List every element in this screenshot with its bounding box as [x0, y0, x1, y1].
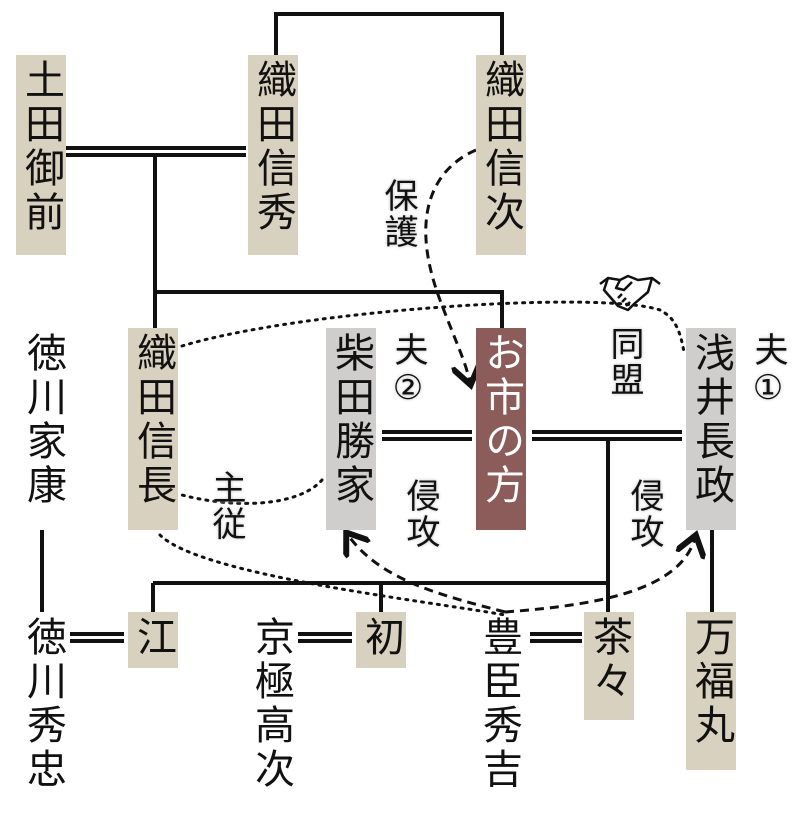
- person-nobutsugu: 織田信次: [476, 55, 526, 255]
- person-takatsugu: 京極高次: [248, 616, 294, 792]
- child-line-daughters: [151, 439, 610, 612]
- marriage-line-takatsugu-hatsu: [298, 632, 352, 643]
- protect-arrow: [424, 148, 476, 382]
- person-nobunaga: 織田信長: [128, 328, 178, 530]
- hideyoshi-nobunaga-dotted-line: [158, 533, 507, 617]
- label-alliance: 同盟: [604, 326, 644, 398]
- person-hideyoshi: 豊臣秀吉: [476, 616, 522, 792]
- alliance-dotted-line: [180, 300, 686, 354]
- person-chacha: 茶々: [584, 612, 634, 720]
- invade-arrow-katsuie: [348, 535, 506, 614]
- person-manpukumaru: 万福丸: [686, 612, 736, 770]
- child-line-nobunaga-oichi: [153, 155, 504, 328]
- person-hatsu: 初: [356, 612, 406, 668]
- person-nagamasa: 浅井長政: [686, 328, 736, 530]
- label-husband1: 夫①: [748, 332, 788, 410]
- marriage-line-hidetada-go: [70, 632, 124, 643]
- label-master-servant: 主従: [206, 470, 246, 542]
- person-tsuchida: 土田御前: [16, 55, 66, 255]
- label-invade-2: 侵攻: [624, 478, 664, 550]
- label-invade-1: 侵攻: [400, 478, 440, 550]
- marriage-line-hideyoshi-chacha: [530, 632, 582, 643]
- marriage-line-katsuie-oichi: [382, 430, 472, 441]
- label-husband2: 夫②: [388, 332, 428, 410]
- master-servant-dotted-line: [180, 478, 324, 505]
- marriage-line-tsuchida-nobuhide: [66, 146, 246, 157]
- person-katsuie: 柴田勝家: [326, 328, 376, 530]
- sibling-line-nobuhide-nobutsugu: [274, 12, 504, 55]
- person-go: 江: [128, 612, 178, 668]
- person-hidetada: 徳川秀忠: [20, 616, 66, 792]
- marriage-line-oichi-nagamasa: [532, 430, 682, 441]
- person-oichi: お市の方: [476, 328, 526, 530]
- person-nobuhide: 織田信秀: [248, 55, 298, 255]
- label-protect: 保護: [378, 178, 418, 250]
- person-ieyasu: 徳川家康: [20, 332, 66, 508]
- handshake-icon: [598, 268, 662, 323]
- invade-arrow-nagamasa: [504, 538, 695, 614]
